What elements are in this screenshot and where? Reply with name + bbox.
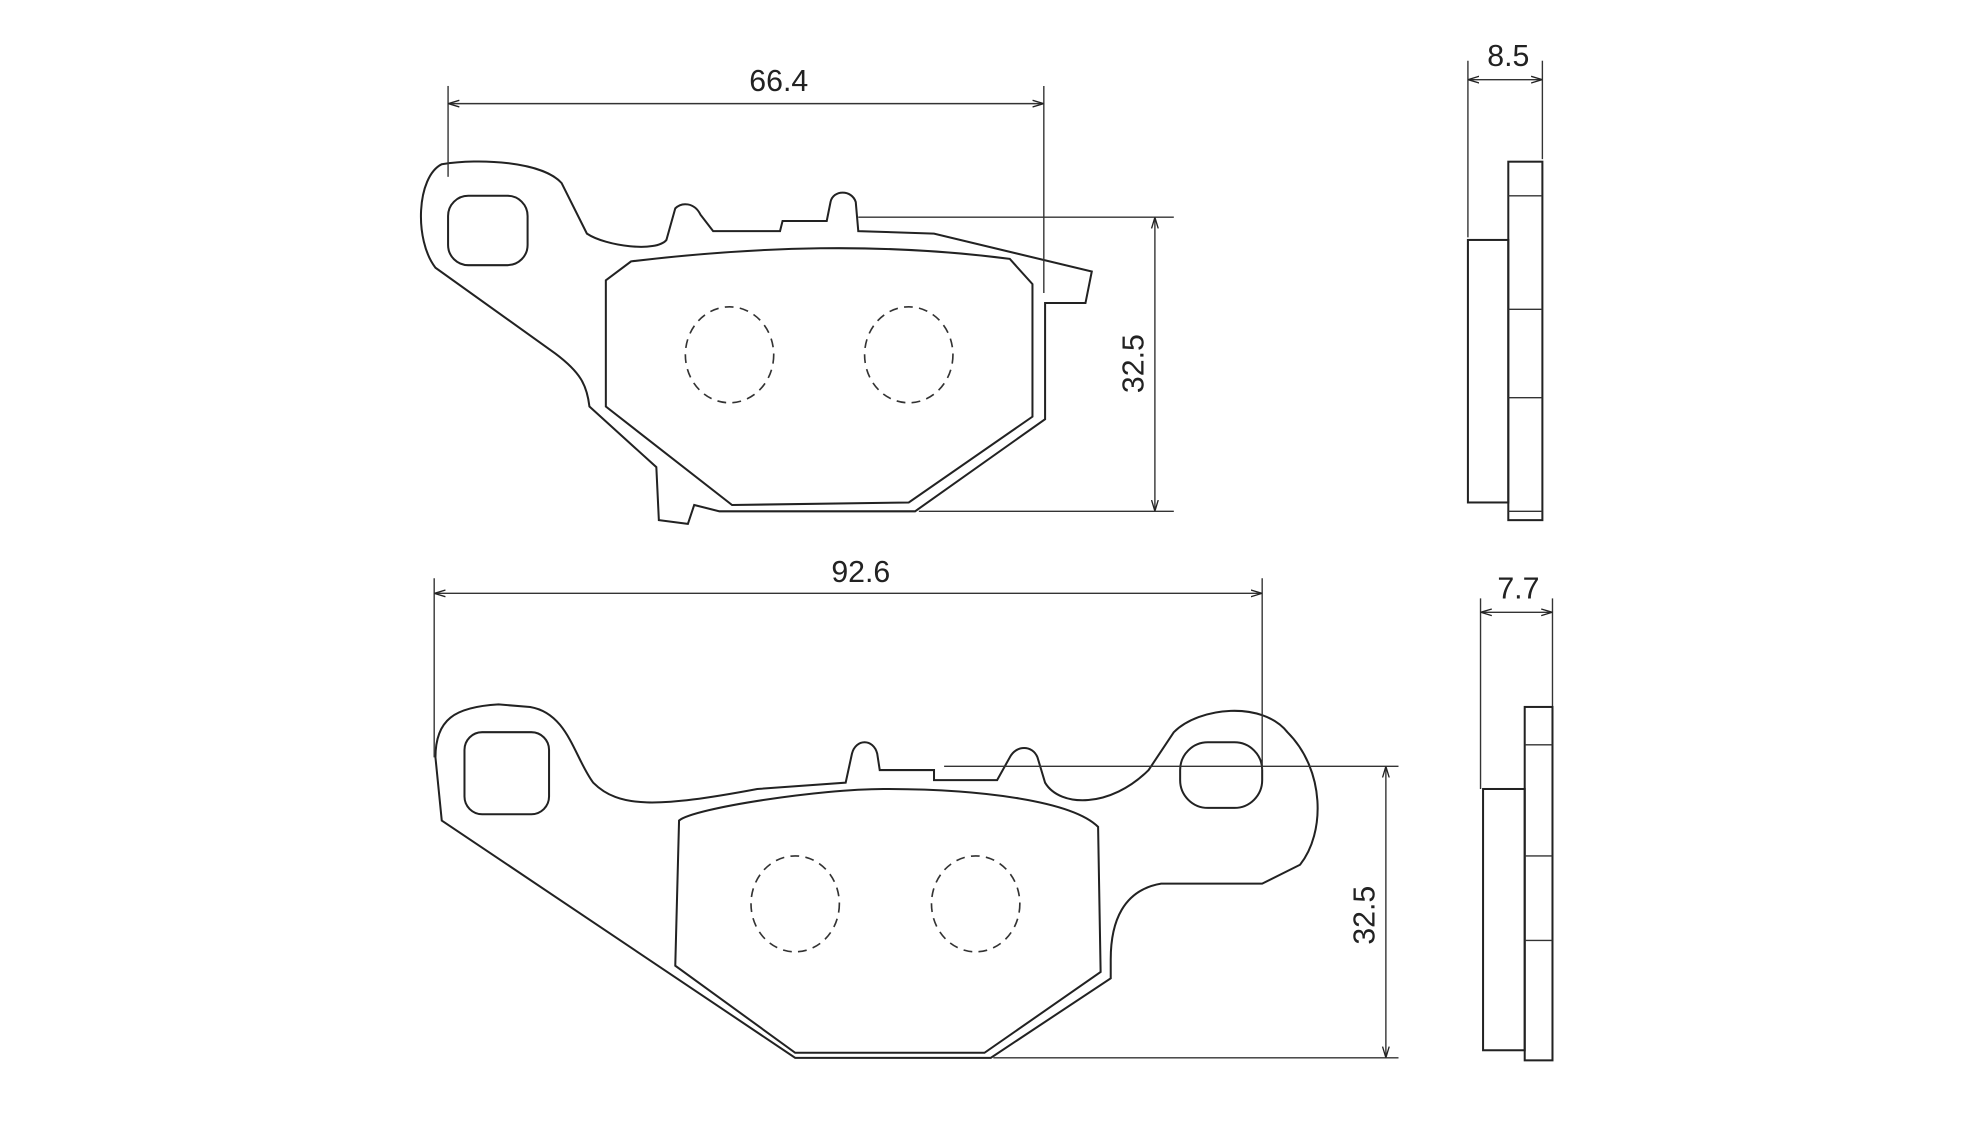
- top-pad-height-label: 32.5: [1118, 334, 1151, 393]
- bottom-pad-hole-right: [1179, 741, 1264, 809]
- bottom-pad-thickness-label: 7.7: [1497, 572, 1539, 605]
- top-pad-height-dimension: 32.5: [858, 216, 1174, 513]
- bottom-pad-side-view: 7.7: [1479, 572, 1554, 1062]
- top-pad-side-plate: [1507, 160, 1544, 522]
- top-pad-side-view: 8.5: [1466, 40, 1544, 522]
- top-pad-width-label: 66.4: [749, 65, 808, 98]
- top-pad-friction-material: [604, 247, 1034, 507]
- bottom-pad-piston-circle-left: [750, 855, 841, 953]
- top-pad-piston-circle-right: [863, 306, 954, 404]
- top-pad-thickness-label: 8.5: [1487, 40, 1529, 73]
- bottom-pad-height-label: 32.5: [1349, 886, 1382, 945]
- top-pad-front-view: 66.4 32.5: [420, 65, 1174, 526]
- bottom-pad-side-friction: [1482, 787, 1526, 1052]
- top-pad-backing-plate: [420, 160, 1093, 526]
- top-pad-width-dimension: 66.4: [447, 65, 1045, 293]
- bottom-pad-front-view: 92.6 32.5: [433, 556, 1399, 1059]
- bottom-pad-backing-plate: [434, 703, 1319, 1059]
- bottom-pad-width-label: 92.6: [831, 556, 890, 589]
- bottom-pad-side-plate: [1523, 705, 1554, 1062]
- bottom-pad-height-dimension: 32.5: [944, 765, 1399, 1059]
- bottom-pad-hole-left: [463, 731, 551, 816]
- bottom-pad-width-dimension: 92.6: [433, 556, 1263, 771]
- bottom-pad-friction-material: [674, 787, 1102, 1054]
- bottom-pad-piston-circle-right: [930, 855, 1021, 953]
- top-pad-mounting-hole: [447, 194, 529, 267]
- top-pad-side-friction: [1466, 238, 1510, 504]
- top-pad-piston-circle-left: [684, 306, 775, 404]
